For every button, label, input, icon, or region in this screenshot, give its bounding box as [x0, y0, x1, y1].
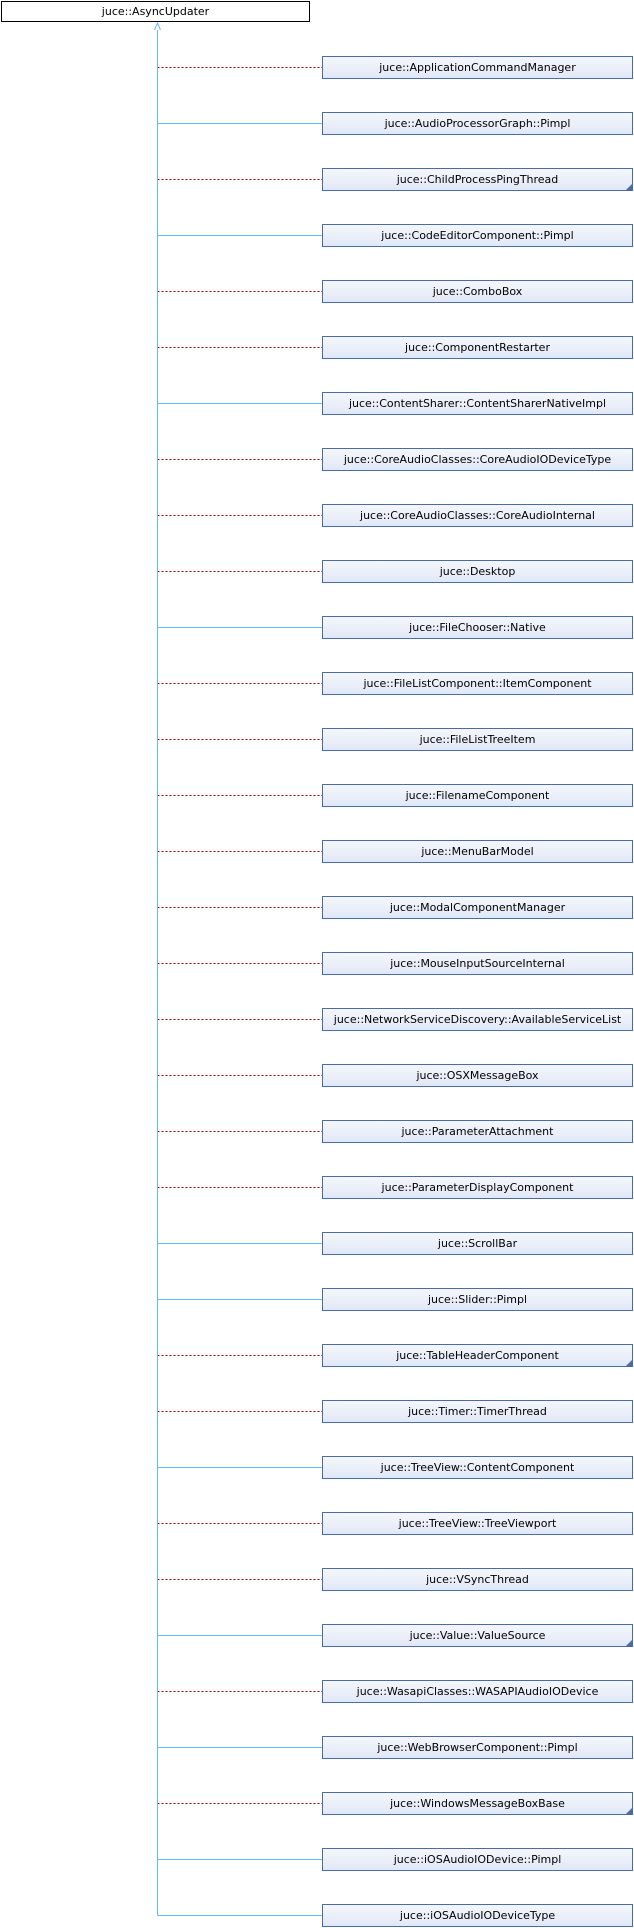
class-box[interactable]: juce::WindowsMessageBoxBase [322, 1791, 633, 1815]
class-box[interactable]: juce::iOSAudioIODevice::Pimpl [322, 1847, 633, 1871]
root-class-box[interactable]: juce::AsyncUpdater [1, 1, 310, 22]
class-box[interactable]: juce::ComboBox [322, 279, 633, 303]
class-box[interactable]: juce::TreeView::ContentComponent [322, 1455, 633, 1479]
class-box[interactable]: juce::MouseInputSourceInternal [322, 951, 633, 975]
class-box[interactable]: juce::ModalComponentManager [322, 895, 633, 919]
class-box[interactable]: juce::Desktop [322, 559, 633, 583]
class-box[interactable]: juce::AudioProcessorGraph::Pimpl [322, 111, 633, 135]
class-box[interactable]: juce::ChildProcessPingThread [322, 167, 633, 191]
class-box[interactable]: juce::ScrollBar [322, 1231, 633, 1255]
class-box[interactable]: juce::CoreAudioClasses::CoreAudioInterna… [322, 503, 633, 527]
class-box[interactable]: juce::CodeEditorComponent::Pimpl [322, 223, 633, 247]
class-box[interactable]: juce::WasapiClasses::WASAPIAudioIODevice [322, 1679, 633, 1703]
class-box[interactable]: juce::ParameterDisplayComponent [322, 1175, 633, 1199]
class-box[interactable]: juce::WebBrowserComponent::Pimpl [322, 1735, 633, 1759]
class-box[interactable]: juce::iOSAudioIODeviceType [322, 1903, 633, 1927]
class-box[interactable]: juce::ComponentRestarter [322, 335, 633, 359]
class-box[interactable]: juce::CoreAudioClasses::CoreAudioIODevic… [322, 447, 633, 471]
class-box[interactable]: juce::NetworkServiceDiscovery::Available… [322, 1007, 633, 1031]
class-box[interactable]: juce::FilenameComponent [322, 783, 633, 807]
class-box[interactable]: juce::VSyncThread [322, 1567, 633, 1591]
class-box[interactable]: juce::Slider::Pimpl [322, 1287, 633, 1311]
class-box[interactable]: juce::TableHeaderComponent [322, 1343, 633, 1367]
class-box[interactable]: juce::ContentSharer::ContentSharerNative… [322, 391, 633, 415]
class-box[interactable]: juce::FileListTreeItem [322, 727, 633, 751]
class-box[interactable]: juce::FileListComponent::ItemComponent [322, 671, 633, 695]
class-box[interactable]: juce::ApplicationCommandManager [322, 55, 633, 79]
class-box[interactable]: juce::ParameterAttachment [322, 1119, 633, 1143]
class-box[interactable]: juce::FileChooser::Native [322, 615, 633, 639]
class-box[interactable]: juce::Timer::TimerThread [322, 1399, 633, 1423]
class-box[interactable]: juce::OSXMessageBox [322, 1063, 633, 1087]
class-box[interactable]: juce::TreeView::TreeViewport [322, 1511, 633, 1535]
inheritance-arrowhead [154, 21, 161, 31]
class-box[interactable]: juce::MenuBarModel [322, 839, 633, 863]
class-box[interactable]: juce::Value::ValueSource [322, 1623, 633, 1647]
